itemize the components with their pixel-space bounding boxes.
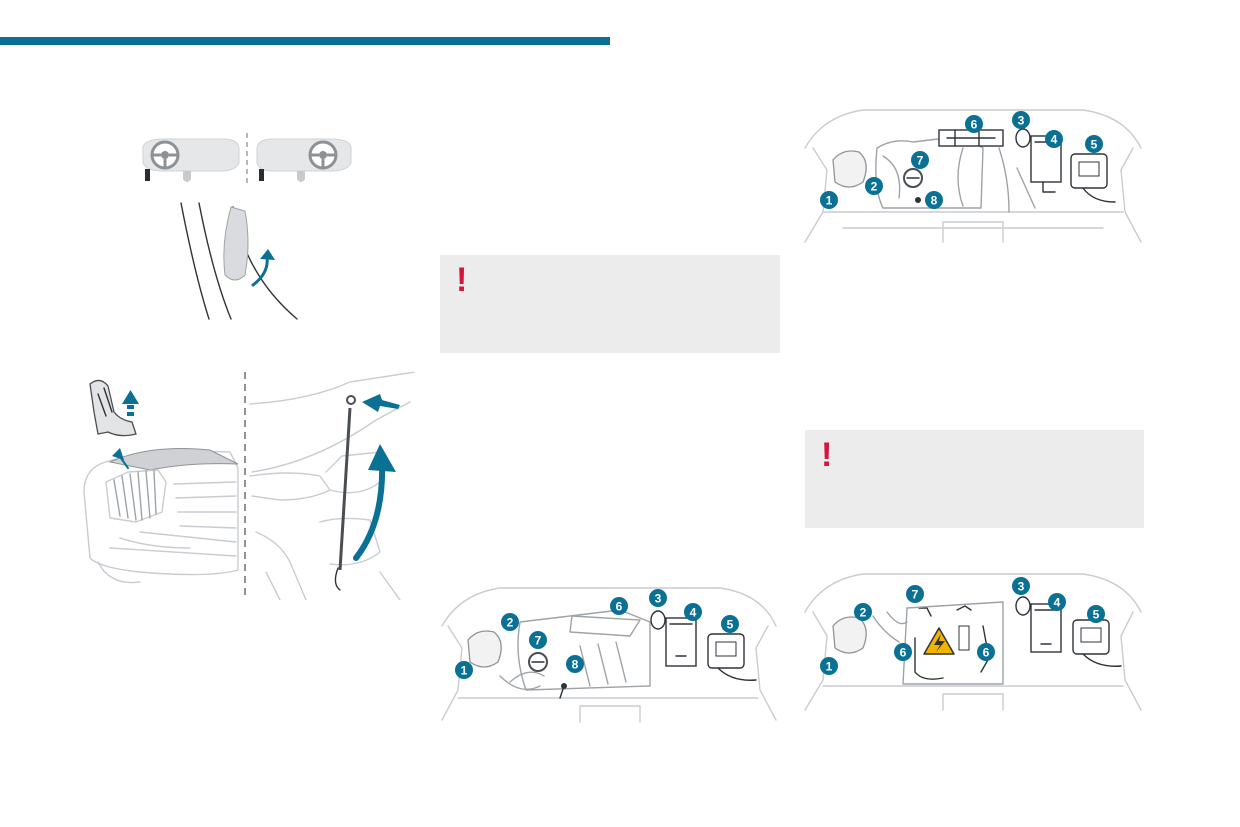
figure-bonnet-release: [135, 125, 365, 325]
svg-text:6: 6: [971, 118, 978, 132]
rhd-dashboard: [256, 138, 352, 182]
callout-7: 7: [911, 151, 929, 169]
high-voltage-warning-icon: [923, 627, 955, 655]
warning-exclamation-icon: !: [821, 436, 833, 474]
svg-text:2: 2: [507, 616, 514, 630]
svg-text:3: 3: [1018, 580, 1025, 594]
arrow-up-icon: [251, 249, 275, 287]
svg-text:6: 6: [983, 646, 990, 660]
callout-3: 3: [649, 589, 667, 607]
svg-text:3: 3: [655, 592, 662, 606]
figure-engine-compartment-bottom-right: 1 2 3 4 5 6 6 7: [803, 572, 1143, 712]
bonnet-prop-icon: [334, 395, 356, 591]
callout-8: 8: [925, 191, 943, 209]
callout-7: 7: [529, 631, 547, 649]
callout-4: 4: [1048, 593, 1066, 611]
svg-text:6: 6: [900, 646, 907, 660]
svg-text:3: 3: [1018, 114, 1025, 128]
curved-arrow-icon: [353, 444, 396, 561]
release-lever-icon: [145, 169, 150, 181]
callout-2: 2: [501, 613, 519, 631]
callout-5: 5: [1085, 135, 1103, 153]
svg-text:6: 6: [616, 600, 623, 614]
callout-4: 4: [1045, 130, 1063, 148]
svg-text:1: 1: [461, 664, 468, 678]
callout-2: 2: [865, 177, 883, 195]
svg-text:4: 4: [690, 606, 697, 620]
callout-3: 3: [1012, 577, 1030, 595]
callout-6: 6: [610, 597, 628, 615]
svg-text:8: 8: [931, 194, 938, 208]
arrow-up-icon: [122, 390, 139, 416]
svg-text:1: 1: [826, 194, 833, 208]
svg-text:5: 5: [727, 618, 734, 632]
callout-1: 1: [820, 191, 838, 209]
callout-3: 3: [1012, 111, 1030, 129]
figure-bonnet-opening: [80, 372, 415, 600]
svg-text:7: 7: [535, 634, 542, 648]
callout-1: 1: [820, 657, 838, 675]
callout-6: 6: [894, 643, 912, 661]
callout-5: 5: [721, 615, 739, 633]
svg-text:4: 4: [1054, 596, 1061, 610]
callout-2: 2: [854, 603, 872, 621]
steering-wheel-icon: [150, 140, 180, 170]
callout-1: 1: [455, 661, 473, 679]
warning-box: !: [440, 255, 780, 353]
callout-6: 6: [977, 643, 995, 661]
svg-text:7: 7: [917, 154, 924, 168]
callout-6: 6: [965, 115, 983, 133]
lhd-dashboard: [142, 138, 240, 182]
warning-exclamation-icon: !: [456, 261, 468, 299]
callout-7: 7: [906, 585, 924, 603]
svg-text:1: 1: [826, 660, 833, 674]
svg-text:2: 2: [860, 606, 867, 620]
steering-wheel-icon: [308, 140, 338, 170]
svg-text:2: 2: [871, 180, 878, 194]
svg-text:5: 5: [1093, 608, 1100, 622]
svg-text:5: 5: [1091, 138, 1098, 152]
callout-8: 8: [566, 655, 584, 673]
figure-engine-compartment-top-right: 1 2 3 4 5 6 7 8: [803, 108, 1143, 244]
header-accent-bar: [0, 37, 610, 45]
svg-text:4: 4: [1051, 133, 1058, 147]
svg-text:7: 7: [912, 588, 919, 602]
figure-engine-compartment-bottom-middle: 1 2 3 4 5 6 7 8: [440, 586, 778, 723]
svg-text:8: 8: [572, 658, 579, 672]
safety-catch-icon: [89, 379, 137, 437]
warning-box: !: [805, 430, 1144, 528]
callout-4: 4: [684, 603, 702, 621]
callout-5: 5: [1087, 605, 1105, 623]
